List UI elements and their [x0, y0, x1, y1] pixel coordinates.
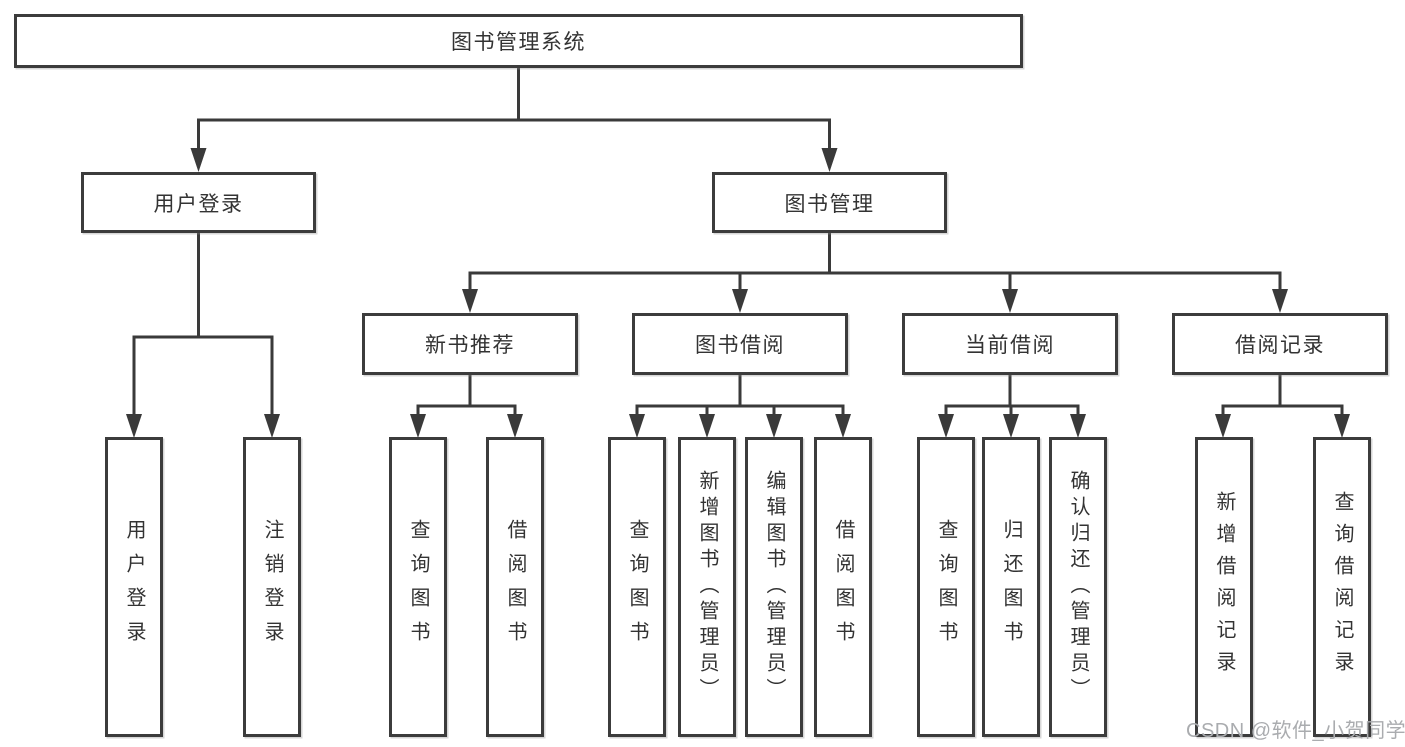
node-current-borrow: 当前借阅: [902, 313, 1118, 375]
arrowheads-level2: [190, 148, 838, 172]
leaf-label: 借阅图书: [504, 519, 526, 655]
leaf-logout: 注销登录: [243, 437, 301, 737]
node-book-borrow: 图书借阅: [632, 313, 848, 375]
connector-borrow-records-to-leaves: [1221, 375, 1344, 418]
leaf-confirm-return-admin: 确认归还（管理员）: [1049, 437, 1107, 737]
leaf-label: 归还图书: [1000, 519, 1022, 655]
leaf-label: 编辑图书（管理员）: [763, 470, 785, 704]
leaf-add-books-admin: 新增图书（管理员）: [678, 437, 736, 737]
node-label: 用户登录: [153, 192, 244, 216]
node-new-book-recommend: 新书推荐: [362, 313, 578, 375]
node-book-management: 图书管理: [712, 172, 947, 233]
leaf-label: 新增借阅记录: [1213, 491, 1235, 683]
connector-current-borrow-to-leaves: [944, 375, 1080, 418]
node-root-library-system: 图书管理系统: [14, 14, 1023, 68]
arrowheads-current-borrow: [938, 414, 1086, 438]
node-label: 图书管理系统: [451, 31, 586, 54]
connector-user-login-to-leaves: [132, 233, 274, 418]
leaf-query-borrow-record: 查询借阅记录: [1313, 437, 1371, 737]
leaf-label: 确认归还（管理员）: [1067, 470, 1089, 704]
leaf-label: 查询图书: [626, 519, 648, 655]
leaf-query-books-borrow: 查询图书: [608, 437, 666, 737]
leaf-query-books-current: 查询图书: [917, 437, 975, 737]
arrowheads-borrow-records: [1215, 414, 1350, 438]
leaf-label: 借阅图书: [832, 519, 854, 655]
node-label: 当前借阅: [965, 334, 1055, 357]
leaf-borrow-books-recommend: 借阅图书: [486, 437, 544, 737]
leaf-label: 用户登录: [123, 519, 145, 655]
leaf-label: 查询借阅记录: [1331, 491, 1353, 683]
node-label: 借阅记录: [1235, 334, 1325, 357]
leaf-label: 新增图书（管理员）: [696, 470, 718, 704]
arrowheads-level3: [462, 289, 1288, 313]
csdn-watermark: CSDN @软件_小贺同学: [1186, 720, 1405, 742]
leaf-label: 查询图书: [935, 519, 957, 655]
leaf-return-books: 归还图书: [982, 437, 1040, 737]
node-borrow-records: 借阅记录: [1172, 313, 1388, 375]
connector-book-management-to-level3: [468, 233, 1282, 293]
leaf-user-login: 用户登录: [105, 437, 163, 737]
leaf-borrow-books-borrow: 借阅图书: [814, 437, 872, 737]
node-label: 图书借阅: [695, 334, 785, 357]
arrowheads-new-book-recommend: [410, 414, 523, 438]
connector-root-to-level2: [197, 68, 831, 152]
node-label: 新书推荐: [425, 334, 515, 357]
leaf-add-borrow-record: 新增借阅记录: [1195, 437, 1253, 737]
arrowheads-user-login: [126, 414, 280, 438]
node-user-login: 用户登录: [81, 172, 316, 233]
leaf-label: 查询图书: [407, 519, 429, 655]
leaf-label: 注销登录: [261, 519, 283, 655]
leaf-query-books-recommend: 查询图书: [389, 437, 447, 737]
leaf-edit-books-admin: 编辑图书（管理员）: [745, 437, 803, 737]
connector-book-borrow-to-leaves: [635, 375, 845, 418]
node-label: 图书管理: [784, 192, 875, 216]
arrowheads-book-borrow: [629, 414, 851, 438]
connector-new-book-recommend-to-leaves: [416, 375, 517, 418]
